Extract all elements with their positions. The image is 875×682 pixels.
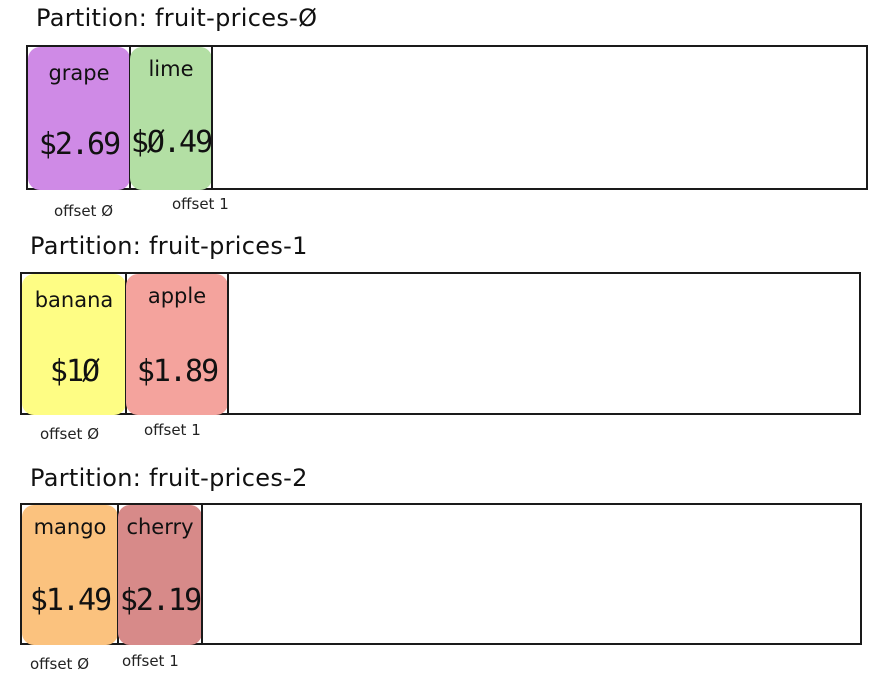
- partition-title: Partition: fruit-prices-1: [30, 232, 308, 260]
- record-value: $1.89: [136, 354, 219, 389]
- record-value: $2.69: [38, 127, 121, 162]
- partition-log: grape $2.69 lime $Ø.49: [26, 45, 868, 190]
- record-apple: apple $1.89: [126, 274, 229, 415]
- partition-log: mango $1.49 cherry $2.19: [20, 503, 862, 645]
- record-value: $Ø.49: [130, 125, 213, 160]
- record-banana: banana $1Ø: [22, 274, 127, 415]
- record-cherry: cherry $2.19: [118, 505, 203, 645]
- record-key: cherry: [126, 515, 194, 539]
- record-value: $2.19: [119, 583, 202, 618]
- record-key: grape: [48, 61, 110, 85]
- offset-label: offset Ø: [40, 425, 100, 443]
- offset-label: offset Ø: [30, 655, 90, 673]
- record-value: $1Ø: [49, 354, 100, 389]
- record-mango: mango $1.49: [22, 505, 119, 645]
- record-key: mango: [33, 515, 107, 539]
- record-key: lime: [148, 57, 194, 81]
- offset-label: offset 1: [172, 195, 229, 213]
- partition-title: Partition: fruit-prices-2: [30, 464, 308, 492]
- partition-title: Partition: fruit-prices-Ø: [36, 4, 318, 32]
- record-key: banana: [34, 288, 114, 312]
- partition-log: banana $1Ø apple $1.89: [20, 272, 861, 415]
- record-key: apple: [147, 284, 207, 308]
- record-lime: lime $Ø.49: [130, 47, 213, 190]
- offset-label: offset 1: [122, 652, 179, 670]
- record-value: $1.49: [29, 583, 112, 618]
- record-grape: grape $2.69: [28, 47, 131, 190]
- record-separator: [211, 47, 213, 190]
- offset-label: offset 1: [144, 421, 201, 439]
- offset-label: offset Ø: [54, 202, 114, 220]
- record-separator: [227, 274, 229, 415]
- record-separator: [201, 505, 203, 645]
